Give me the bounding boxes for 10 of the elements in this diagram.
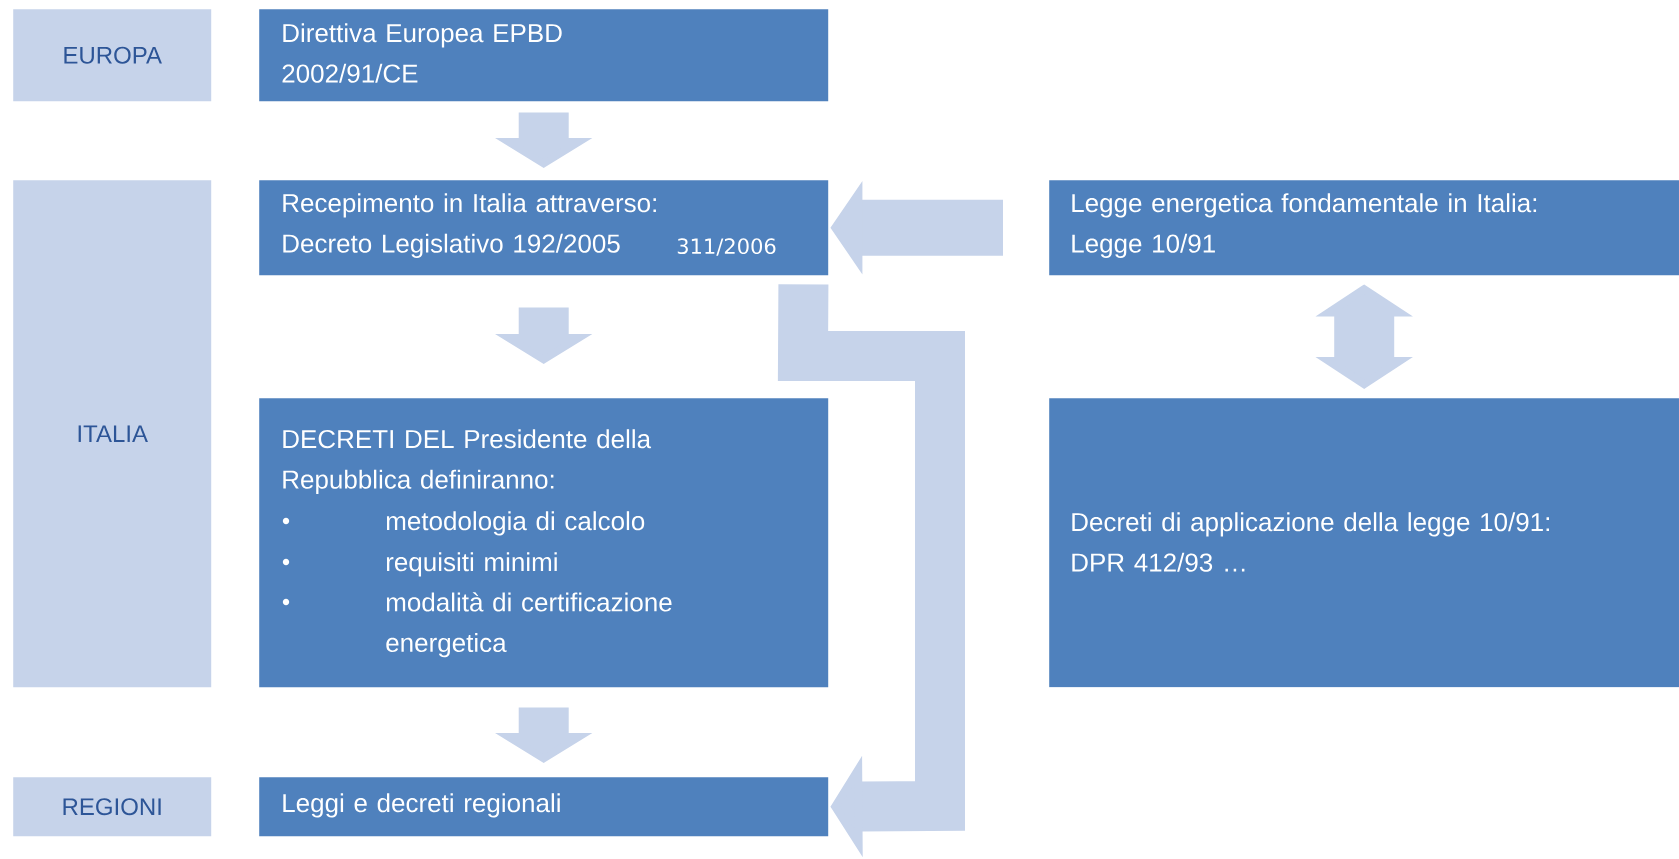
- region-band: ITALIA: [13, 180, 212, 688]
- process-box: Direttiva Europea EPBD 2002/91/CE: [259, 9, 829, 102]
- region-band: EUROPA: [13, 9, 212, 102]
- process-box: Decreti di applicazione della legge 10/91: DPR 412/93 …: [1049, 398, 1679, 688]
- process-box: Legge energetica fondamentale in Italia: Legge 10/91: [1049, 180, 1679, 276]
- process-box: Leggi e decreti regionali: [259, 777, 829, 837]
- block-arrow: [777, 284, 965, 858]
- region-band: REGIONI: [13, 777, 212, 837]
- process-box: DECRETI DEL Presidente della Repubblica definiranno: metodologia di calcolo requisiti minimi modalità di certificazione energetica: [259, 398, 829, 688]
- process-box: Recepimento in Italia attraverso: Decreto Legislativo 192/2005 311/2006: [259, 180, 829, 276]
